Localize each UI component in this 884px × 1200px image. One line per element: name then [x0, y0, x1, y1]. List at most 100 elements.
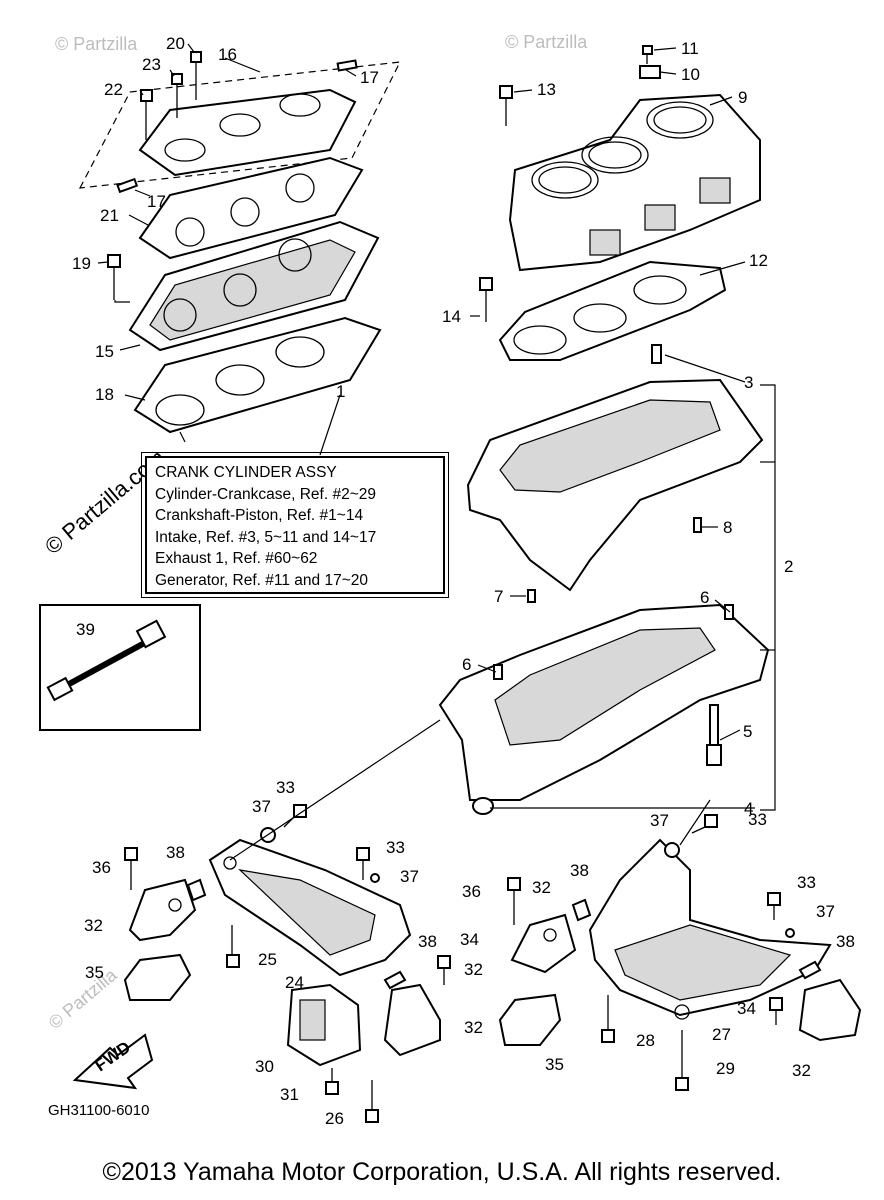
diagram-code: GH31100-6010: [48, 1102, 150, 1119]
callout-26: 26: [325, 1109, 344, 1128]
callout-39: 39: [76, 620, 95, 639]
bolt-22: [140, 89, 153, 140]
collar-4: [472, 797, 494, 815]
callout-11: 11: [681, 39, 699, 58]
bolt-5: [706, 704, 722, 766]
bolt-33-d: [767, 892, 781, 920]
bolt-33-b: [356, 847, 370, 880]
callout-30: 30: [255, 1057, 274, 1076]
watermark-top-left: © Partzilla: [55, 34, 138, 54]
callout-38-b: 38: [570, 861, 589, 880]
callout-19: 19: [72, 254, 91, 273]
bolt-29: [675, 1030, 689, 1091]
bolt-31: [325, 1068, 339, 1095]
callout-17-lower: 17: [147, 192, 166, 211]
shim-38-a: [186, 878, 207, 902]
assembly-item: Generator, Ref. #11 and 17~20: [155, 571, 368, 589]
callout-23: 23: [142, 55, 161, 74]
dowel-pin-3: [651, 344, 662, 364]
inset-box-39: [39, 604, 201, 731]
callout-33-d: 33: [797, 873, 816, 892]
washer-37-d: [785, 928, 795, 938]
callout-32-mid-lower: 32: [464, 1018, 483, 1037]
callout-21: 21: [100, 206, 119, 225]
callout-29: 29: [716, 1059, 735, 1078]
bolt-26: [365, 1080, 379, 1123]
engine-mount-32-left: [128, 878, 197, 942]
callout-38-d: 38: [836, 932, 855, 951]
bolt-34-right: [769, 997, 783, 1025]
copyright-notice: ©2013 Yamaha Motor Corporation, U.S.A. A…: [102, 1158, 782, 1186]
pin-8: [693, 517, 702, 533]
callout-4: 4: [744, 799, 753, 818]
callout-32-left: 32: [84, 916, 103, 935]
crankcase-gasket-12: [498, 260, 727, 361]
bolt-25: [226, 925, 240, 968]
dowel-pin-17-lower: [116, 177, 139, 194]
assembly-item: Intake, Ref. #3, 5~11 and 14~17: [155, 528, 377, 546]
engine-mount-32-right: [798, 978, 862, 1042]
callout-33-b: 33: [386, 838, 405, 857]
callout-33-a: 33: [276, 778, 295, 797]
mount-bracket-27: [588, 838, 832, 1020]
callout-38-a: 38: [166, 843, 185, 862]
assembly-title: CRANK CYLINDER ASSY: [155, 464, 337, 481]
callout-37-c: 37: [650, 811, 669, 830]
callout-3: 3: [744, 373, 753, 392]
callout-33-c: 33: [748, 810, 767, 829]
callouts: 1 2 3 4 5 6 6 7 8 9 10 11 12 13 14 15 16…: [72, 34, 855, 1128]
callout-6-left: 6: [462, 655, 471, 674]
callout-38-c: 38: [418, 932, 437, 951]
bracket-10: [639, 65, 661, 79]
bolt-23: [171, 73, 183, 118]
cylinder-base-gasket-18: [133, 316, 382, 434]
callout-20: 20: [166, 34, 185, 53]
shaft-39: [46, 619, 167, 702]
callout-24: 24: [285, 973, 304, 992]
bolt-28: [601, 995, 615, 1043]
mount-bracket-24: [208, 838, 412, 977]
assembly-item: Crankshaft-Piston, Ref. #1~14: [155, 507, 364, 524]
callout-37-a: 37: [252, 797, 271, 816]
bolt-20: [190, 51, 202, 100]
cylinder-head-15: [128, 220, 380, 352]
callout-28: 28: [636, 1031, 655, 1050]
callout-32-right: 32: [792, 1061, 811, 1080]
assembly-item: Exhaust 1, Ref. #60~62: [155, 550, 318, 567]
callout-27: 27: [712, 1025, 731, 1044]
callout-13: 13: [537, 80, 556, 99]
dowel-pin-6-left: [493, 664, 503, 680]
callout-34-left: 34: [460, 930, 479, 949]
callout-5: 5: [743, 722, 752, 741]
callout-37-b: 37: [400, 867, 419, 886]
bolt-34-left: [437, 955, 451, 985]
callout-7: 7: [494, 587, 503, 606]
callout-36-left: 36: [92, 858, 111, 877]
callout-32-mid: 32: [464, 960, 483, 979]
assembly-item: Cylinder-Crankcase, Ref. #2~29: [155, 485, 376, 503]
watermark-top-right: © Partzilla: [505, 32, 588, 52]
callout-15: 15: [95, 342, 114, 361]
washer-37-c: [664, 842, 680, 858]
plate-35-center: [498, 993, 562, 1046]
head-gasket-21: [138, 156, 364, 260]
callout-31: 31: [280, 1085, 299, 1104]
upper-crankcase: [466, 344, 764, 603]
screw-11: [642, 45, 653, 64]
bolt-36-left: [124, 847, 138, 890]
leader-lines: [97, 43, 776, 861]
washer-37-b: [370, 873, 380, 883]
callout-35-left: 35: [85, 963, 104, 982]
lower-crankcase: [438, 603, 770, 815]
dowel-pin-17-upper: [336, 59, 358, 72]
callout-8: 8: [723, 518, 732, 537]
dowel-pin-6-right: [724, 604, 734, 620]
callout-1: 1: [336, 382, 345, 401]
engine-mount-32-center: [510, 913, 577, 974]
bolt-19: [107, 254, 121, 300]
callout-14: 14: [442, 307, 461, 326]
callout-2: 2: [784, 557, 793, 576]
bolt-33-c: [691, 814, 718, 834]
bracket-30: [286, 983, 362, 1067]
